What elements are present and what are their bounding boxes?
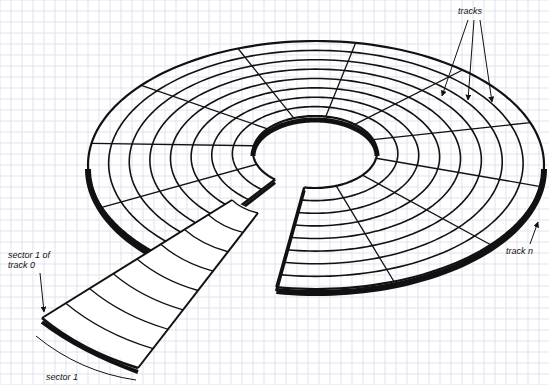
grid-line (0, 275, 549, 276)
extracted-sector (42, 200, 258, 372)
grid-line (0, 121, 549, 122)
grid-line (418, 0, 419, 385)
sector-line (141, 85, 267, 129)
grid-line (0, 165, 549, 166)
sector-track (232, 200, 258, 213)
grid-line (352, 0, 353, 385)
track-ring (212, 97, 419, 213)
grid-line (0, 33, 549, 34)
part-label: tracks (458, 6, 482, 16)
grid-line (0, 110, 549, 111)
sector-line (336, 186, 394, 282)
grid-line (0, 99, 549, 100)
grid-line (0, 0, 1, 385)
grid-line (0, 363, 549, 364)
grid-line (176, 0, 177, 385)
grid-line (11, 0, 12, 385)
grid-line (275, 0, 276, 385)
grid-line (484, 0, 485, 385)
grid-line (0, 0, 549, 1)
leader-arrow (480, 20, 492, 102)
sector-track (113, 274, 183, 310)
sector-line (362, 175, 490, 245)
grid-line (462, 0, 463, 385)
sector-line (238, 48, 294, 118)
grid-line (506, 0, 507, 385)
grid-line (22, 0, 23, 385)
grid-line (0, 154, 549, 155)
grid-line (0, 341, 549, 342)
sector-track (42, 318, 138, 368)
grid-line (0, 286, 549, 287)
grid-line (0, 55, 549, 56)
grid-line (451, 0, 452, 385)
grid-line (220, 0, 221, 385)
grid-line (33, 0, 34, 385)
part-label: track n (506, 246, 533, 256)
track-ring (232, 107, 398, 201)
grid-line (0, 374, 549, 375)
grid-line (44, 0, 45, 385)
grid-line (286, 0, 287, 385)
sector-line (376, 158, 540, 186)
sector-track (90, 289, 169, 330)
grid-line (187, 0, 188, 385)
grid-line (0, 132, 549, 133)
grid-line (0, 88, 549, 89)
grid-line (473, 0, 474, 385)
grid-line (0, 66, 549, 67)
grid-line (407, 0, 408, 385)
sector-line (373, 123, 530, 140)
sector-track (137, 259, 198, 291)
grid-line (308, 0, 309, 385)
sector-track (185, 230, 229, 252)
grid-line (374, 0, 375, 385)
part-label: sector 1 of track 0 (8, 250, 60, 271)
sector-line (326, 43, 356, 117)
leader-arrow (40, 273, 44, 312)
grid-line (0, 220, 549, 221)
grid-line (440, 0, 441, 385)
leader-arrow (468, 20, 474, 100)
grid-line (253, 0, 254, 385)
grid-line (231, 0, 232, 385)
grid-line (297, 0, 298, 385)
sector-track (208, 215, 243, 233)
leader-arrow (530, 222, 538, 244)
grid-line (319, 0, 320, 385)
sector-line (91, 143, 253, 145)
sector-edge (138, 213, 258, 368)
grid-line (0, 143, 549, 144)
leader-arrow (442, 20, 468, 96)
cut-edge (276, 190, 304, 291)
grid-line (0, 176, 549, 177)
grid-line (495, 0, 496, 385)
sector-rim (42, 322, 138, 372)
sector-track (161, 244, 213, 271)
grid-line (0, 352, 549, 353)
grid-line (0, 22, 549, 23)
grid-line (0, 187, 549, 188)
grid-line (330, 0, 331, 385)
track-ring (253, 116, 377, 188)
grid-line (528, 0, 529, 385)
grid-line (0, 77, 549, 78)
grid-line (385, 0, 386, 385)
sector-line (355, 70, 463, 124)
grid-line (0, 253, 549, 254)
part-label: sector 1 (46, 372, 78, 382)
leaders (36, 20, 538, 380)
grid-line (0, 209, 549, 210)
sector-edge (42, 200, 232, 318)
